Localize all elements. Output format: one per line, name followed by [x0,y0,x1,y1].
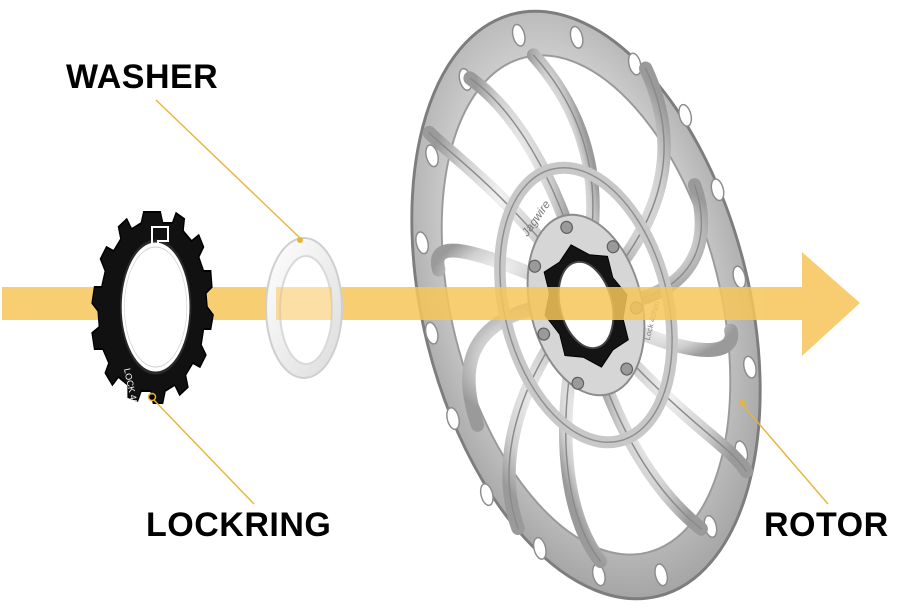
lockring: LOCK 40Nm [91,211,214,419]
rotor-leader [741,403,829,505]
lockring-label: LOCKRING [146,506,332,544]
lockring-leader [151,397,255,505]
jagwire-logo-icon [151,226,169,246]
arrow-through-washer [276,287,332,320]
washer-label: WASHER [66,58,219,96]
washer-leader [155,99,301,239]
rotor-label: ROTOR [764,506,889,544]
leader-lines [147,99,829,505]
